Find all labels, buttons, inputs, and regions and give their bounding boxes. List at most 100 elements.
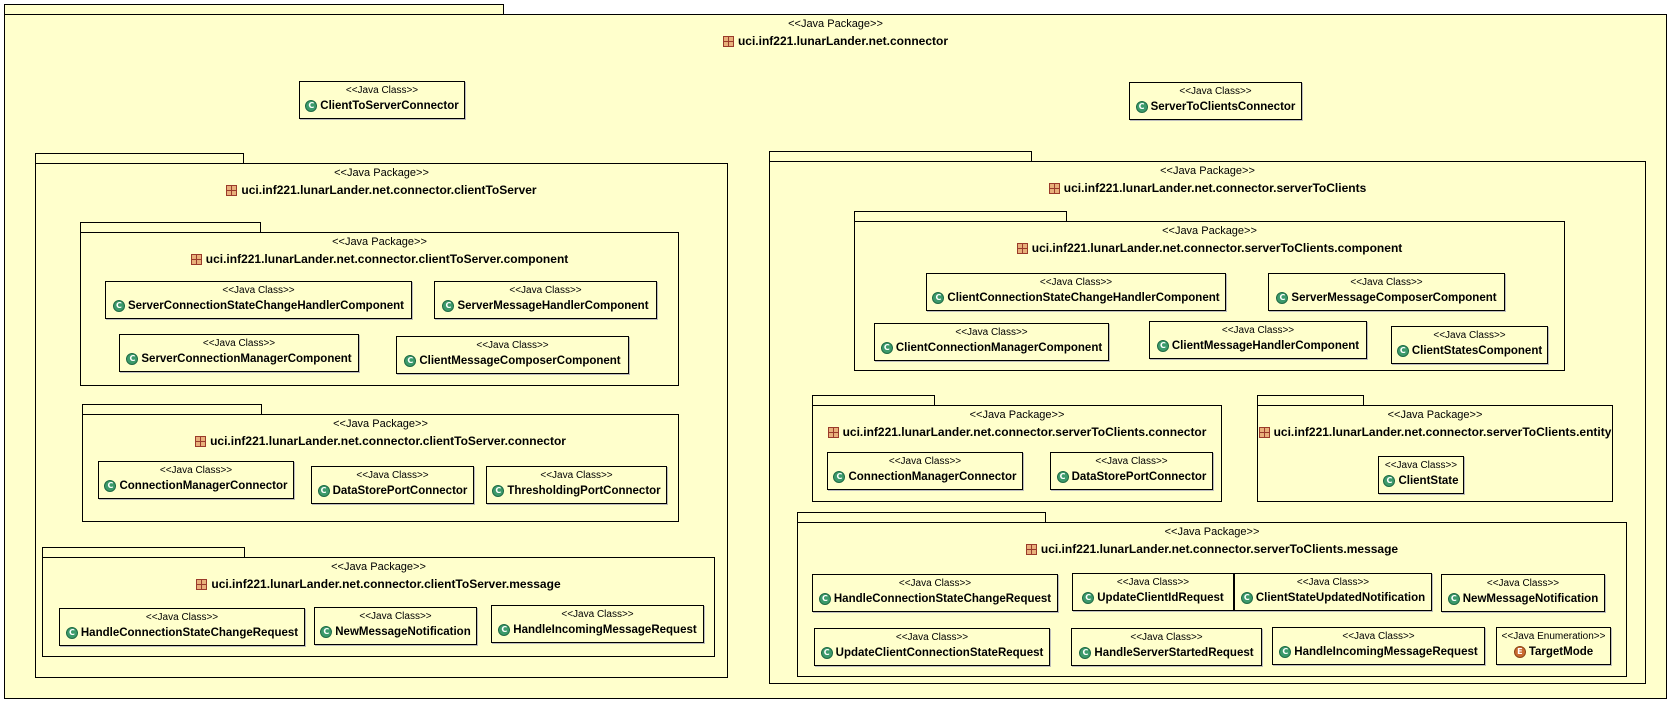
class-icon: C [820, 647, 833, 659]
class-icon: C [126, 353, 139, 365]
package-name-label: uci.inf221.lunarLander.net.connector.cli… [211, 577, 561, 591]
class-icon: C [1082, 592, 1095, 604]
class-name-label: DataStorePortConnector [332, 485, 468, 497]
class-icon: C [880, 342, 893, 354]
class-icon: C [1156, 340, 1169, 352]
enum-icon: E [1513, 646, 1526, 658]
class-stereotype: <<Java Class>> [1095, 456, 1168, 467]
enum-stereotype: <<Java Enumeration>> [1501, 631, 1606, 642]
package-icon [196, 578, 208, 590]
class-icon: C [305, 100, 318, 112]
class-stereotype: <<Java Class>> [1039, 277, 1113, 288]
class-stereotype: <<Java Class>> [1342, 631, 1415, 642]
class-stereotype: <<Java Class>> [359, 611, 432, 622]
package-stereotype: <<Java Package>> [1162, 225, 1257, 237]
class-stereotype: <<Java Class>> [1116, 577, 1190, 588]
class-name-label: NewMessageNotification [335, 626, 471, 638]
class-stereotype: <<Java Class>> [1486, 578, 1560, 589]
class-icon: C [112, 300, 125, 312]
class-icon: C [1396, 345, 1409, 357]
package-stereotype: <<Java Package>> [333, 418, 428, 430]
class-stereotype: <<Java Class>> [1433, 330, 1506, 341]
package-stereotype: <<Java Package>> [331, 561, 426, 573]
class-name-label: ServerConnectionManagerComponent [141, 353, 352, 365]
class-icon: C [1383, 475, 1396, 487]
class-name-label: ClientConnectionStateChangeHandlerCompon… [947, 292, 1220, 304]
class-name-label: ServerConnectionStateChangeHandlerCompon… [127, 300, 405, 312]
class-icon: C [818, 593, 831, 605]
package-name: uci.inf221.lunarLander.net.connector.ser… [798, 542, 1626, 556]
class-stereotype: <<Java Class>> [955, 327, 1028, 338]
class-name-label: UpdateClientIdRequest [1097, 592, 1224, 604]
package-name: uci.inf221.lunarLander.net.connector.cli… [43, 577, 714, 591]
package-icon [1048, 182, 1060, 194]
class-stereotype: <<Java Class>> [895, 632, 969, 643]
class-icon: C [442, 300, 455, 312]
package-name-label: uci.inf221.lunarLander.net.connector.ser… [1040, 542, 1399, 556]
package-stereotype: <<Java Package>> [788, 18, 883, 30]
class-stereotype: <<Java Class>> [476, 340, 549, 351]
class-stereotype: <<Java Class>> [356, 470, 429, 481]
package-name-label: uci.inf221.lunarLander.net.connector.ser… [842, 425, 1207, 439]
class-name-label: ClientStateUpdatedNotification [1255, 592, 1426, 604]
class-name-label: ServerToClientsConnector [1150, 101, 1296, 113]
class-name-label: ServerMessageComposerComponent [1291, 292, 1497, 304]
package-name-label: uci.inf221.lunarLander.net.connector.ser… [1031, 241, 1403, 255]
class-icon: C [833, 471, 846, 483]
package-name: uci.inf221.lunarLander.net.connector.ser… [1258, 425, 1612, 439]
class-icon: C [1276, 292, 1289, 304]
package-icon [190, 253, 202, 265]
class-stereotype: <<Java Class>> [509, 285, 582, 296]
class-name-label: HandleConnectionStateChangeRequest [833, 593, 1052, 605]
package-name-label: uci.inf221.lunarLander.net.connector.ser… [1273, 425, 1612, 439]
class-icon: C [1079, 647, 1092, 659]
class-icon: C [932, 292, 945, 304]
class-stereotype: <<Java Class>> [1350, 277, 1423, 288]
class-icon: C [104, 480, 117, 492]
package-name: uci.inf221.lunarLander.net.connector.ser… [813, 425, 1221, 439]
class-name-label: ClientState [1398, 475, 1459, 487]
